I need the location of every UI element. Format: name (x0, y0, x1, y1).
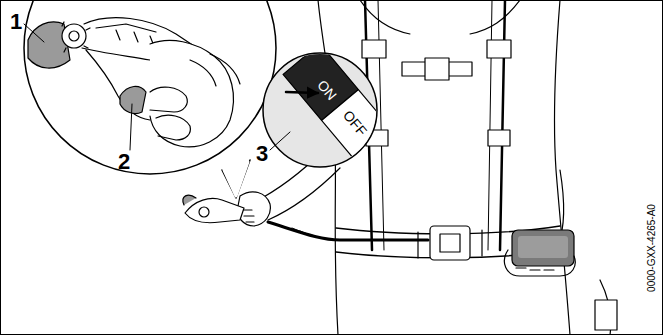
figure-code: 0000-GXX-4265-A0 (647, 204, 657, 292)
callout-number: 1 (10, 11, 22, 33)
callout-number: 3 (256, 143, 268, 165)
callout-number: 2 (118, 151, 130, 173)
switch-detail (263, 44, 403, 177)
detail-magnifier (24, 1, 276, 198)
